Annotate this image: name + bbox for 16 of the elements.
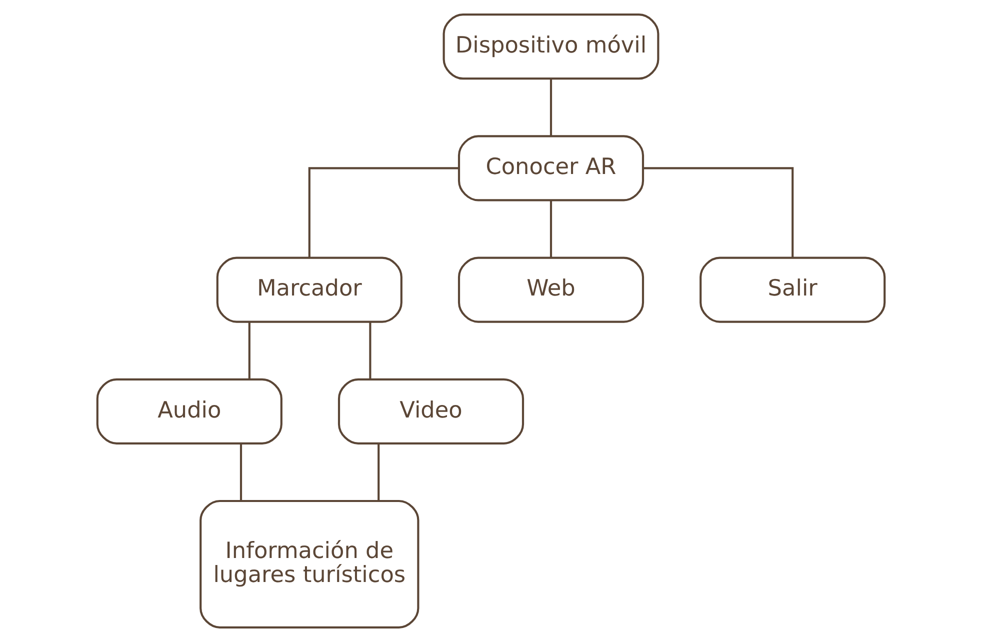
node-box: Dispositivo móvil xyxy=(442,14,660,80)
node-box: Marcador xyxy=(216,256,402,323)
node-box: Salir xyxy=(700,256,886,323)
connector xyxy=(550,79,552,136)
connector xyxy=(550,200,552,258)
node-box: Web xyxy=(458,256,644,323)
connector xyxy=(643,167,794,258)
node-box: Video xyxy=(338,378,524,444)
node-box: Audio xyxy=(96,378,282,444)
connector xyxy=(240,444,242,501)
node-box: Conocer AR xyxy=(458,135,644,202)
connector xyxy=(248,322,250,380)
node-box: Información de lugares turísticos xyxy=(200,500,420,628)
connector xyxy=(378,444,380,501)
connector xyxy=(308,167,459,258)
connector xyxy=(369,322,372,380)
